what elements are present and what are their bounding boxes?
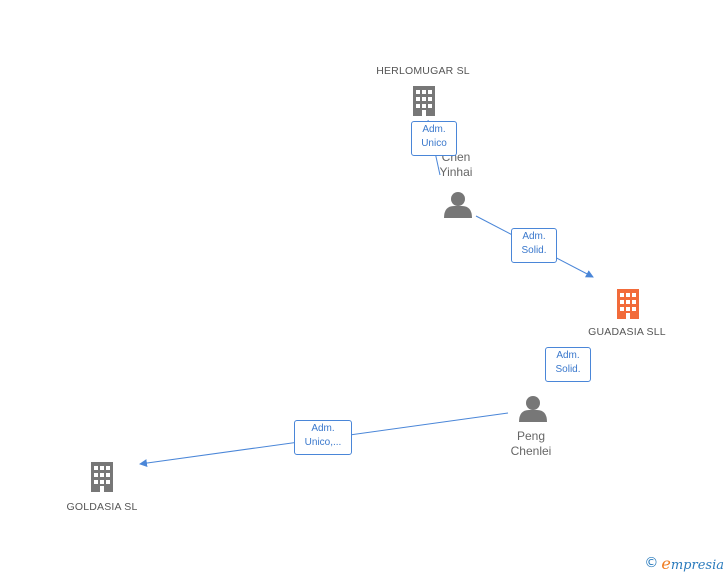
person-icon[interactable] bbox=[519, 396, 547, 422]
node-label-peng[interactable]: Peng Chenlei bbox=[493, 429, 569, 459]
brand-name: empresia bbox=[661, 553, 724, 573]
node-label-guadasia[interactable]: GUADASIA SLL bbox=[566, 325, 688, 340]
edge-label-chen-herlomugar[interactable]: Adm. Unico bbox=[411, 121, 457, 156]
node-label-chen[interactable]: Chen Yinhai bbox=[418, 150, 494, 180]
node-label-herlomugar[interactable]: HERLOMUGAR SL bbox=[362, 64, 484, 79]
copyright-icon: © bbox=[644, 555, 659, 571]
person-name-line1: Peng bbox=[516, 429, 546, 443]
person-name-line2: Yinhai bbox=[439, 165, 473, 179]
edge-label-chen-guadasia[interactable]: Adm. Solid. bbox=[511, 228, 557, 263]
building-icon[interactable] bbox=[413, 86, 435, 116]
building-icon[interactable] bbox=[91, 462, 113, 492]
building-icon[interactable] bbox=[617, 289, 639, 319]
edge-label-peng-goldasia[interactable]: Adm. Unico,... bbox=[294, 420, 352, 455]
node-label-goldasia[interactable]: GOLDASIA SL bbox=[41, 500, 163, 515]
edge-label-peng-guadasia[interactable]: Adm. Solid. bbox=[545, 347, 591, 382]
person-icon[interactable] bbox=[444, 192, 472, 218]
company-name: GUADASIA SLL bbox=[588, 326, 666, 338]
company-name: GOLDASIA SL bbox=[66, 501, 138, 513]
brand-logo: © empresia bbox=[644, 553, 724, 573]
company-name: HERLOMUGAR SL bbox=[376, 65, 470, 77]
person-name-line2: Chenlei bbox=[510, 444, 552, 458]
